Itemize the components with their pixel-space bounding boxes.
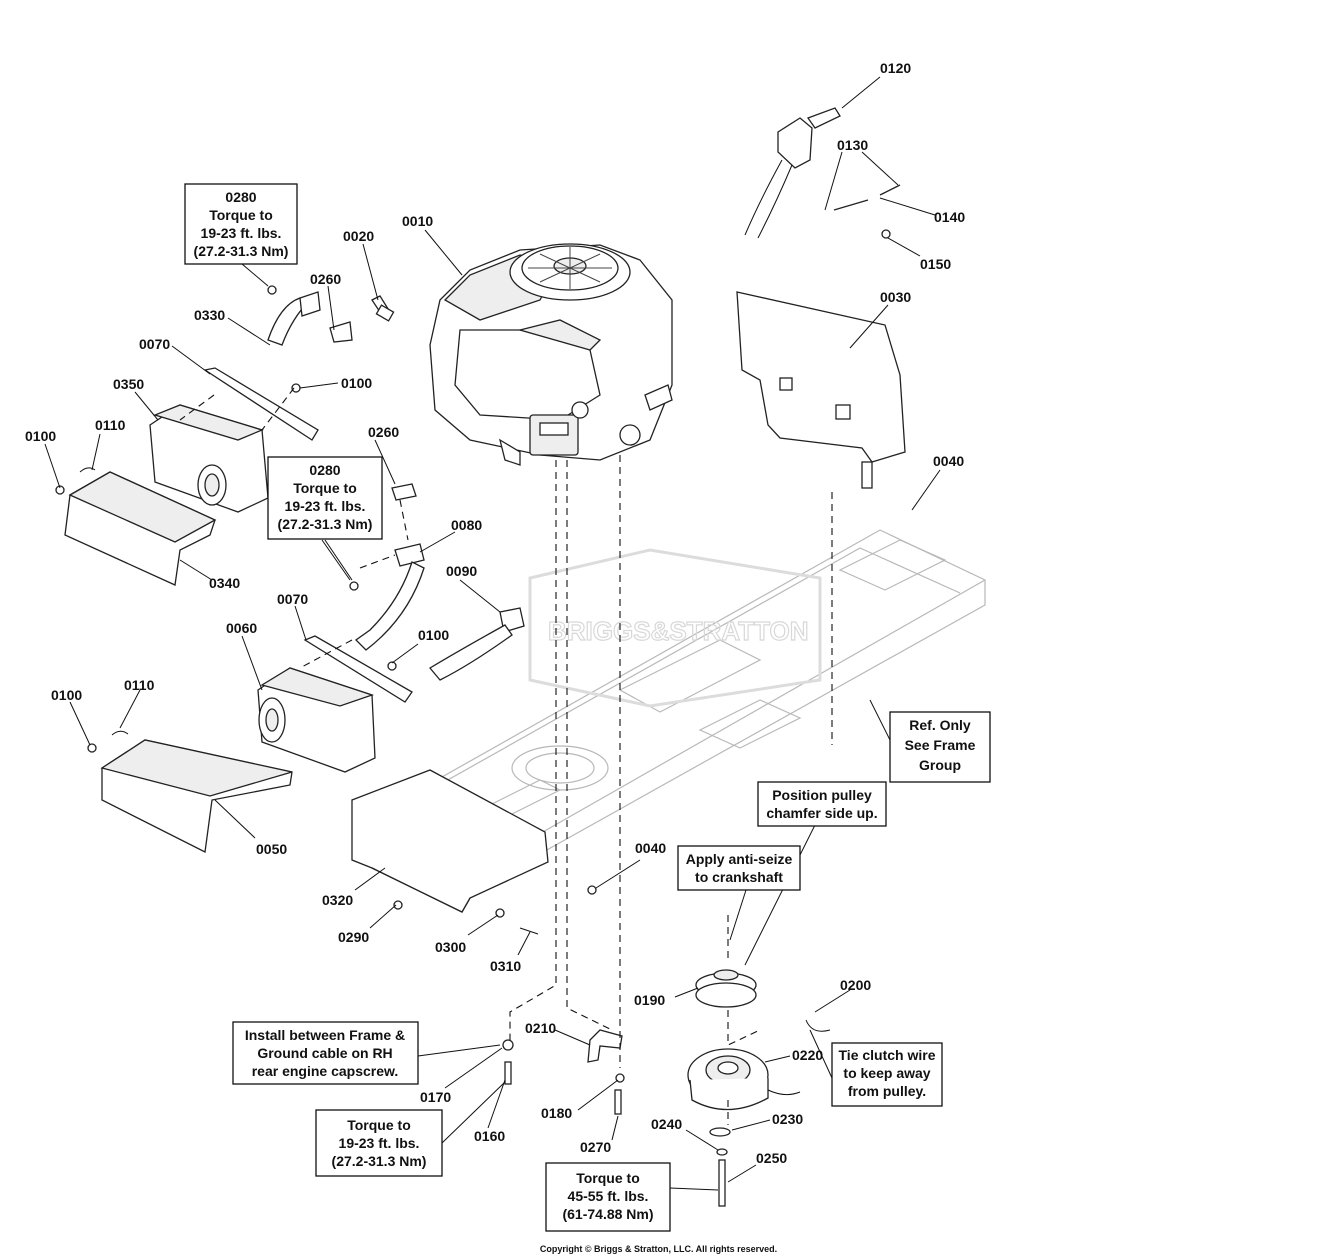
note-tie-clutch: Tie clutch wire to keep away from pulley… <box>831 1042 943 1107</box>
svg-text:to crankshaft: to crankshaft <box>695 869 783 885</box>
label-0070-upper: 0070 <box>139 336 170 352</box>
label-0100-left: 0100 <box>25 428 56 444</box>
label-0100-lower: 0100 <box>51 687 82 703</box>
svg-text:Torque to: Torque to <box>209 207 273 223</box>
svg-text:Tie clutch wire: Tie clutch wire <box>839 1047 936 1063</box>
engine-illustration <box>429 243 673 466</box>
alignment-dashed-lines <box>179 387 833 1125</box>
copyright-notice: Copyright © Briggs & Stratton, LLC. All … <box>539 1244 778 1254</box>
mount-plate-illustration <box>351 769 597 935</box>
label-0100-mid: 0100 <box>418 627 449 643</box>
label-0210: 0210 <box>525 1020 556 1036</box>
label-0030: 0030 <box>880 289 911 305</box>
svg-text:Group: Group <box>919 757 961 773</box>
svg-text:Torque to: Torque to <box>347 1117 411 1133</box>
svg-text:rear engine capscrew.: rear engine capscrew. <box>252 1063 399 1079</box>
label-0250: 0250 <box>756 1150 787 1166</box>
spark-plug-illustration <box>371 295 395 322</box>
svg-text:(27.2-31.3 Nm): (27.2-31.3 Nm) <box>332 1153 427 1169</box>
svg-text:Ref. Only: Ref. Only <box>909 717 971 733</box>
label-0240: 0240 <box>651 1116 682 1132</box>
label-0130: 0130 <box>837 137 868 153</box>
label-0160: 0160 <box>474 1128 505 1144</box>
svg-text:(27.2-31.3 Nm): (27.2-31.3 Nm) <box>278 516 373 532</box>
leader-lines <box>44 76 941 1191</box>
label-0260-upper: 0260 <box>310 271 341 287</box>
svg-text:(61-74.88 Nm): (61-74.88 Nm) <box>562 1206 653 1222</box>
label-0270: 0270 <box>580 1139 611 1155</box>
svg-text:Position pulley: Position pulley <box>772 787 872 803</box>
svg-text:19-23 ft. lbs.: 19-23 ft. lbs. <box>339 1135 420 1151</box>
label-0310: 0310 <box>490 958 521 974</box>
note-torque-0280-mid: 0280 Torque to 19-23 ft. lbs. (27.2-31.3… <box>267 456 383 540</box>
note-torque-0280-top: 0280 Torque to 19-23 ft. lbs. (27.2-31.3… <box>184 183 298 265</box>
label-0230: 0230 <box>772 1111 803 1127</box>
label-0040-upper: 0040 <box>933 453 964 469</box>
upper-muffler-illustration <box>55 285 353 586</box>
note-install-between: Install between Frame & Ground cable on … <box>232 1021 419 1085</box>
label-0170: 0170 <box>420 1089 451 1105</box>
lower-muffler-illustration <box>87 483 525 853</box>
label-0260-mid: 0260 <box>368 424 399 440</box>
label-0320: 0320 <box>322 892 353 908</box>
svg-text:Torque to: Torque to <box>576 1170 640 1186</box>
pulley-clutch-illustration <box>502 969 831 1207</box>
label-0060: 0060 <box>226 620 257 636</box>
label-0350: 0350 <box>113 376 144 392</box>
svg-text:chamfer side up.: chamfer side up. <box>766 805 877 821</box>
label-0150: 0150 <box>920 256 951 272</box>
svg-text:Torque to: Torque to <box>293 480 357 496</box>
label-0300: 0300 <box>435 939 466 955</box>
note-anti-seize: Apply anti-seize to crankshaft <box>677 845 801 891</box>
throttle-control-illustration <box>744 107 901 239</box>
label-0290: 0290 <box>338 929 369 945</box>
note-ref-only: Ref. Only See Frame Group <box>889 711 991 783</box>
label-0200: 0200 <box>840 977 871 993</box>
svg-text:Apply anti-seize: Apply anti-seize <box>686 851 793 867</box>
svg-text:45-55 ft. lbs.: 45-55 ft. lbs. <box>568 1188 649 1204</box>
label-0220: 0220 <box>792 1047 823 1063</box>
label-0090: 0090 <box>446 563 477 579</box>
briggs-stratton-watermark: BRIGGS&STRATTON <box>528 548 822 708</box>
label-0110-lower: 0110 <box>124 677 155 693</box>
shield-plate-illustration <box>736 291 906 489</box>
svg-text:Ground cable on RH: Ground cable on RH <box>257 1045 392 1061</box>
note-position-pulley: Position pulley chamfer side up. <box>757 781 887 827</box>
label-0190: 0190 <box>634 992 665 1008</box>
label-0110-upper: 0110 <box>95 417 126 433</box>
svg-text:19-23 ft. lbs.: 19-23 ft. lbs. <box>201 225 282 241</box>
svg-text:to keep away: to keep away <box>843 1065 930 1081</box>
part-number-labels: 0120 0130 0140 0150 0030 0040 0010 0020 … <box>25 60 965 1166</box>
note-torque-19-23: Torque to 19-23 ft. lbs. (27.2-31.3 Nm) <box>315 1109 443 1177</box>
svg-text:from pulley.: from pulley. <box>848 1083 926 1099</box>
label-0080: 0080 <box>451 517 482 533</box>
svg-text:0280: 0280 <box>225 189 256 205</box>
note-torque-45-55: Torque to 45-55 ft. lbs. (61-74.88 Nm) <box>545 1162 671 1232</box>
label-0140: 0140 <box>934 209 965 225</box>
label-0070-lower: 0070 <box>277 591 308 607</box>
label-0340: 0340 <box>209 575 240 591</box>
label-0040-lower: 0040 <box>635 840 666 856</box>
svg-text:See Frame: See Frame <box>905 737 976 753</box>
label-0020: 0020 <box>343 228 374 244</box>
label-0330: 0330 <box>194 307 225 323</box>
label-0180: 0180 <box>541 1105 572 1121</box>
svg-text:19-23 ft. lbs.: 19-23 ft. lbs. <box>285 498 366 514</box>
label-0120: 0120 <box>880 60 911 76</box>
label-0100-upper: 0100 <box>341 375 372 391</box>
svg-text:0280: 0280 <box>309 462 340 478</box>
svg-text:Install between Frame &: Install between Frame & <box>245 1027 405 1043</box>
label-0010: 0010 <box>402 213 433 229</box>
svg-text:BRIGGS&STRATTON: BRIGGS&STRATTON <box>548 616 808 646</box>
label-0050: 0050 <box>256 841 287 857</box>
svg-text:(27.2-31.3 Nm): (27.2-31.3 Nm) <box>194 243 289 259</box>
